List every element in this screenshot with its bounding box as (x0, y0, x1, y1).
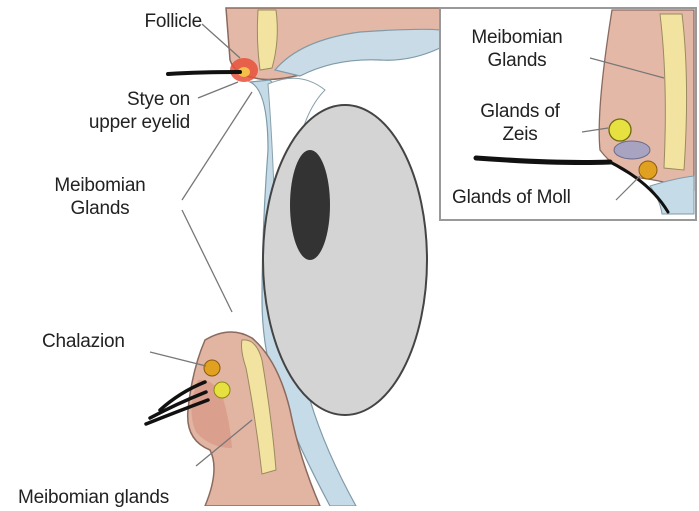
inset-label-zeis-line1: Glands of (458, 100, 582, 123)
label-stye-line1: Stye on (50, 88, 190, 111)
label-meibomian-line1: Meibomian (30, 174, 170, 197)
leader-meibomian-2 (182, 210, 232, 312)
label-stye-line2: upper eyelid (50, 111, 190, 134)
eyeball (263, 105, 427, 415)
label-stye: Stye on upper eyelid (50, 88, 190, 134)
inset-label-zeis-line2: Zeis (458, 123, 582, 146)
inset-gland-of-moll-2 (639, 161, 657, 179)
label-meibomian-line2: Glands (30, 197, 170, 220)
chalazion-gland-1 (204, 360, 220, 376)
inset-label-meibomian-line1: Meibomian (452, 26, 582, 49)
inset-gland-of-zeis (609, 119, 631, 141)
label-meibomian-upper: Meibomian Glands (30, 174, 170, 220)
upper-lash (168, 72, 240, 74)
inset-gland-of-moll (614, 141, 650, 159)
label-chalazion: Chalazion (42, 330, 125, 353)
leader-meibomian (182, 92, 252, 200)
label-follicle: Follicle (112, 10, 202, 33)
inset-label-meibomian-line2: Glands (452, 49, 582, 72)
inset-label-moll: Glands of Moll (452, 186, 571, 209)
leader-stye (198, 82, 238, 98)
pupil (290, 150, 330, 260)
chalazion-gland-2 (214, 382, 230, 398)
inset-label-zeis: Glands of Zeis (458, 100, 582, 146)
inset-label-meibomian: Meibomian Glands (452, 26, 582, 72)
